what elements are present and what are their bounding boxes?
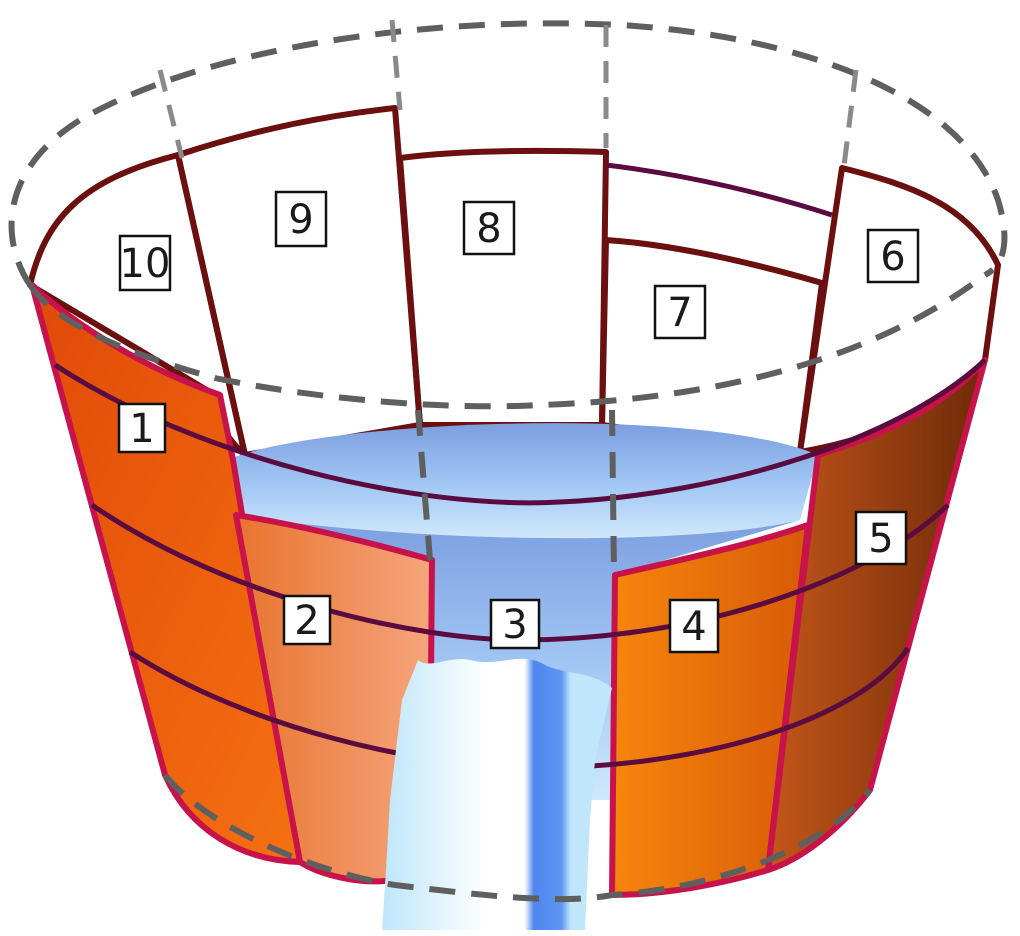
label-6: 6 bbox=[866, 228, 920, 284]
stave-8 bbox=[397, 147, 609, 428]
label-10: 10 bbox=[118, 234, 172, 292]
guide-right bbox=[841, 69, 859, 167]
bottom-rim-dashed bbox=[162, 773, 873, 903]
hoop-top bbox=[53, 358, 987, 506]
guide-inner-left bbox=[415, 409, 433, 561]
label-8: 8 bbox=[462, 200, 516, 256]
svg-text:3: 3 bbox=[502, 602, 527, 648]
label-7: 7 bbox=[653, 284, 707, 340]
water-surface bbox=[232, 423, 818, 539]
guide-left bbox=[157, 69, 185, 159]
top-rim-dashed bbox=[8, 20, 1008, 287]
label-3: 3 bbox=[489, 598, 541, 650]
inner-rim-dashed bbox=[27, 272, 987, 410]
stave-1 bbox=[29, 282, 303, 865]
label-5: 5 bbox=[854, 510, 908, 566]
svg-text:9: 9 bbox=[288, 197, 313, 243]
label-1: 1 bbox=[117, 402, 167, 454]
missing-stave-outline bbox=[605, 162, 833, 218]
water-inside bbox=[236, 515, 800, 800]
svg-text:4: 4 bbox=[681, 604, 706, 650]
svg-text:6: 6 bbox=[880, 234, 905, 280]
label-2: 2 bbox=[282, 594, 332, 646]
svg-text:1: 1 bbox=[129, 406, 154, 452]
waterfall bbox=[382, 658, 612, 930]
svg-text:5: 5 bbox=[868, 516, 893, 562]
svg-text:2: 2 bbox=[294, 598, 319, 644]
guide-inner-right bbox=[609, 409, 617, 576]
svg-text:8: 8 bbox=[476, 206, 501, 252]
label-4: 4 bbox=[668, 598, 720, 654]
guide-center-left bbox=[389, 19, 403, 111]
stave-9 bbox=[175, 105, 423, 458]
stave-7 bbox=[599, 237, 825, 455]
svg-text:10: 10 bbox=[120, 241, 171, 287]
label-9: 9 bbox=[274, 190, 328, 248]
svg-text:7: 7 bbox=[667, 290, 692, 336]
